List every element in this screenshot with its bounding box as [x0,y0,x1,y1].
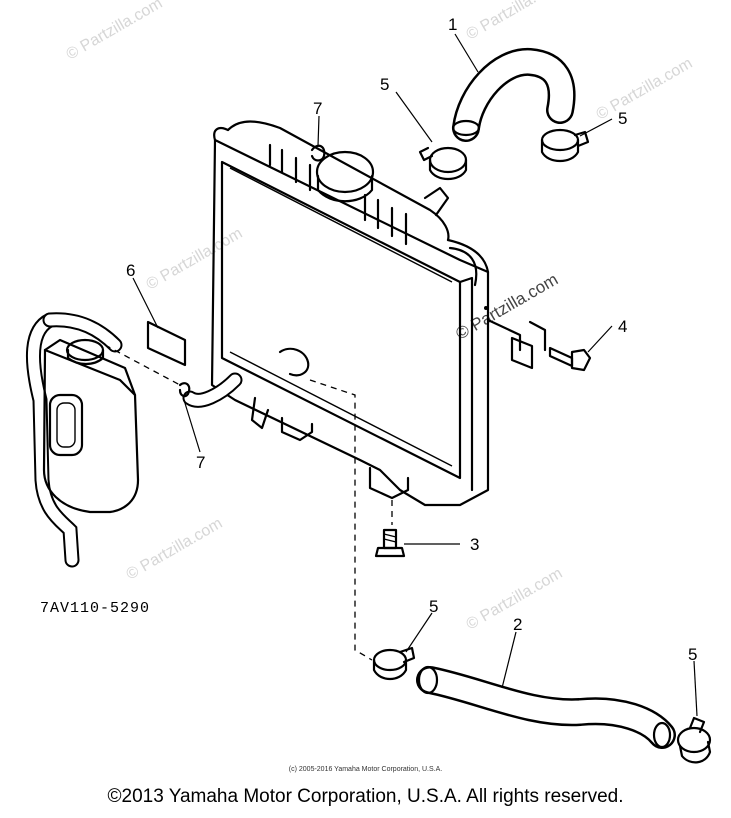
small-copyright: (c) 2005-2016 Yamaha Motor Corporation, … [288,766,443,773]
callout-label-plate: 6 [126,261,135,280]
watermark: © Partzilla.com [64,0,166,63]
main-copyright: ©2013 Yamaha Motor Corporation, U.S.A. A… [107,786,624,807]
callout-clamp-lower-right: 5 [688,645,697,664]
upper-radiator-hose [451,48,576,142]
label-plate [146,320,187,367]
bolt-bottom [374,528,406,558]
watermark: © Partzilla.com [594,55,696,124]
callout-clamp-upper-left: 5 [380,75,389,94]
watermark: © Partzilla.com [144,225,246,294]
bracket-bolt-side [510,320,592,372]
clamp-lower-right [676,716,712,764]
callout-clip-top: 7 [313,99,322,118]
part-code: 7AV110-5290 [40,600,150,617]
leader-lines [132,33,698,717]
callout-clamp-lower-left: 5 [429,597,438,616]
assembly-lines [104,344,393,661]
callout-hose-upper: 1 [448,15,457,34]
coolant-reservoir [25,312,243,568]
callout-hose-lower: 2 [513,615,522,634]
callout-clip-left: 7 [196,453,205,472]
watermarks: © Partzilla.com © Partzilla.com © Partzi… [64,0,696,633]
clamp-upper-left [418,146,468,181]
clamp-upper-right [540,128,590,163]
hose-clamps [372,128,712,764]
radiator [210,120,522,507]
watermark: © Partzilla.com [124,515,226,584]
watermark: © Partzilla.com [464,0,566,43]
lower-radiator-hose [416,665,676,749]
callout-clamp-upper-right: 5 [618,109,627,128]
hose-clips [178,144,326,398]
callout-numbers: 1 5 5 7 6 7 4 3 5 2 5 [126,15,697,664]
clamp-lower-left [372,646,416,681]
callout-bolt-bottom: 3 [470,535,479,554]
callout-bolt-side: 4 [618,317,627,336]
